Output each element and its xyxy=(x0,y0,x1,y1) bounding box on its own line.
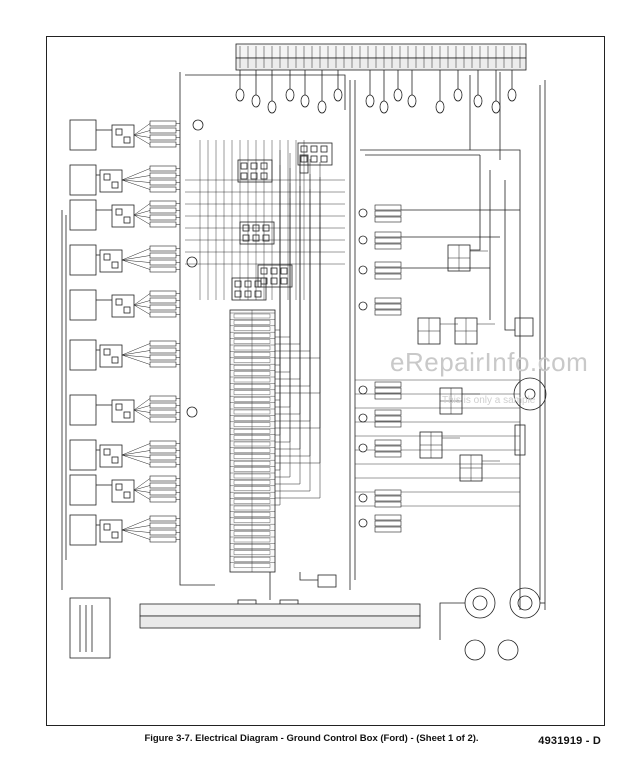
left-bottom-box xyxy=(69,597,111,659)
drawing-number: 4931919 - D xyxy=(538,735,601,747)
bottom-right-gauges xyxy=(439,587,545,661)
right-component-column xyxy=(358,155,534,533)
figure-caption: Figure 3-7. Electrical Diagram - Ground … xyxy=(144,733,479,744)
watermark-subtext: This is only a sample xyxy=(442,395,536,406)
left-component-column xyxy=(61,119,204,590)
top-connector-block xyxy=(235,43,527,114)
harness-outline xyxy=(179,72,546,610)
bottom-connector-row xyxy=(139,603,421,629)
diagram-frame xyxy=(46,36,605,726)
watermark-text: eRepairInfo.com xyxy=(390,347,589,377)
terminal-strip xyxy=(229,309,276,573)
rotary-select-switch xyxy=(513,377,547,411)
